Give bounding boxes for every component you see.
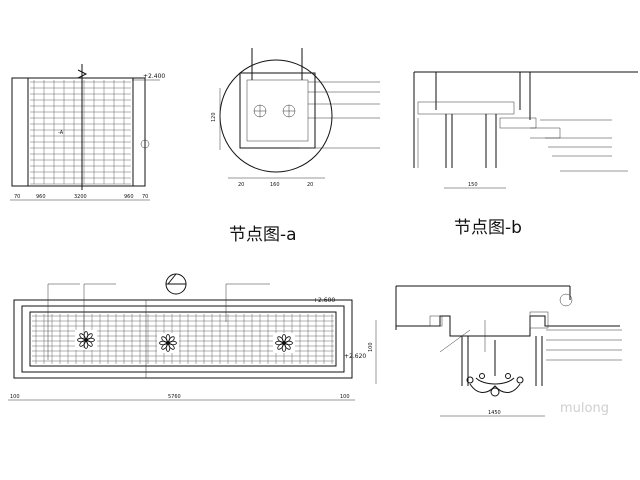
dim-value: 70 [14, 194, 20, 200]
dim-total: 1450 [488, 410, 501, 416]
top-right-section-detail: 150 [413, 71, 638, 189]
detail-b-title: 节点图-b [454, 218, 522, 238]
bottom-right-section: 1450 100 [368, 285, 622, 417]
break-symbol [77, 69, 88, 79]
level-mark-a: +2.400 [143, 73, 165, 80]
box-outline [239, 72, 316, 149]
dim-value: 960 [124, 194, 134, 200]
rosette-light-icon [75, 330, 97, 350]
dim-value: 20 [238, 182, 244, 188]
level-mark-c: +2.600 [313, 297, 335, 304]
light-trough [530, 127, 561, 139]
top-left-ceiling-plan: +2.400 -A 70 960 3200 960 70 [10, 64, 165, 201]
dim-left: 100 [10, 394, 20, 400]
light-fixture-rosettes [75, 330, 295, 353]
dim-value: 960 [36, 194, 46, 200]
inner-frame [29, 311, 337, 367]
dim-value: 160 [270, 182, 280, 188]
beam-section [417, 101, 515, 115]
watermark-text: mulong [560, 401, 609, 416]
dim-total: 5760 [168, 394, 181, 400]
rosette-light-icon [273, 333, 295, 353]
dim-right: 100 [340, 394, 350, 400]
ceiling-section-profile [396, 315, 620, 337]
outer-frame [13, 299, 353, 379]
detail-callout-circle [140, 139, 150, 149]
plan-tile-grid [30, 80, 131, 185]
dim-value: 20 [307, 182, 313, 188]
level-mark-b: +2.620 [344, 353, 366, 360]
dim-bottom: 150 [468, 182, 478, 188]
chandelier-icon [466, 340, 524, 397]
cove-section [499, 117, 537, 129]
callout-circle [559, 293, 573, 307]
top-center-section-detail: 120 20 160 20 [211, 48, 380, 188]
box-inner [246, 79, 309, 142]
detail-tag: -A [58, 130, 64, 136]
detail-a-title: 节点图-a [229, 225, 297, 245]
dim-value: 70 [142, 194, 148, 200]
dim-side: 100 [368, 342, 374, 352]
plan-inner-frame [27, 77, 134, 187]
mid-frame [21, 305, 345, 373]
rosette-light-icon [157, 333, 179, 353]
dim-value: 3200 [74, 194, 87, 200]
bottom-left-ceiling-plan: +2.600 +2.620 5760 100 100 [8, 273, 366, 401]
dim-side: 120 [211, 112, 217, 122]
